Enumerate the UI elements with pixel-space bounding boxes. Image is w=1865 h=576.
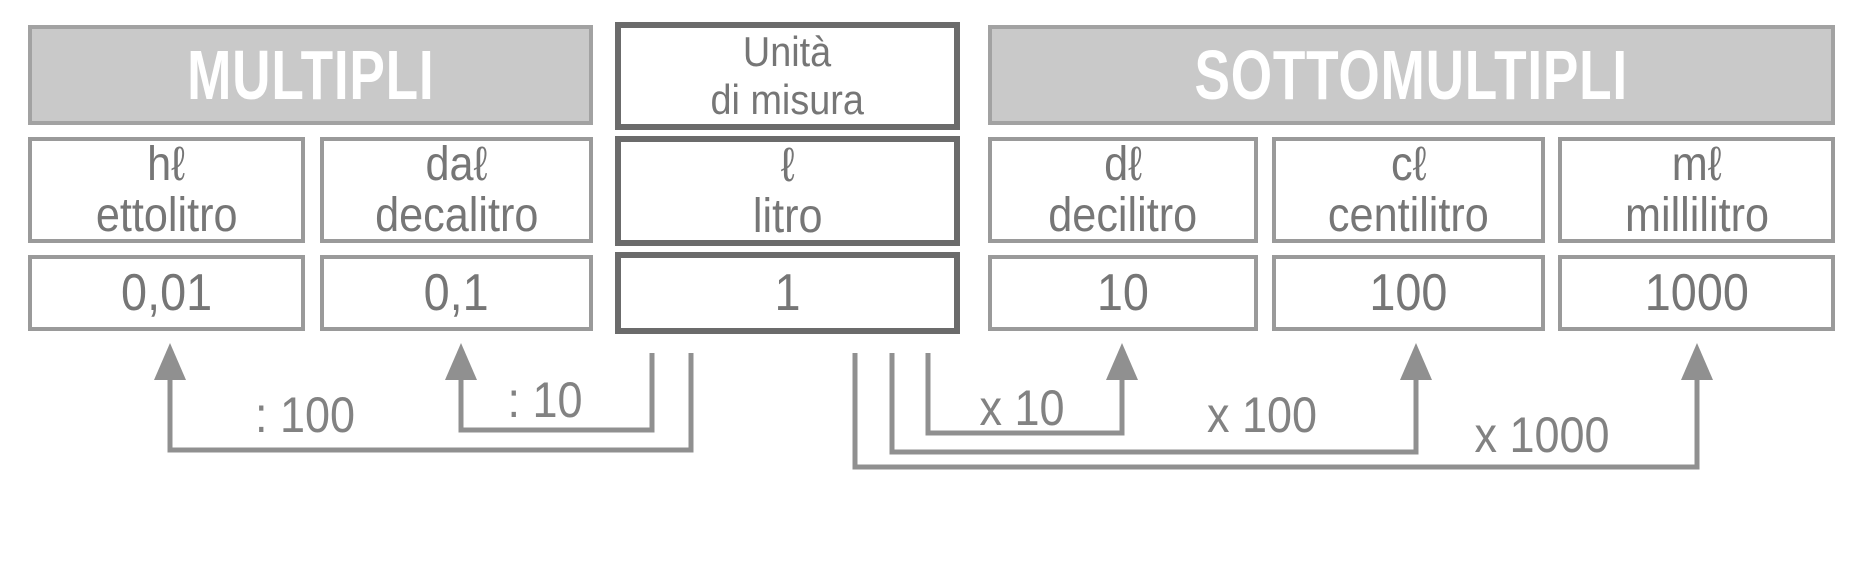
sottomultipli-header: SOTTOMULTIPLI — [988, 25, 1835, 125]
unit-box-decilitro: dℓ decilitro — [988, 137, 1258, 243]
multipli-header-label: MULTIPLI — [186, 36, 435, 114]
divide-100-arrow-line — [167, 353, 694, 453]
unit-box-millilitro: mℓ millilitro — [1558, 137, 1835, 243]
sottomultipli-header-label: SOTTOMULTIPLI — [1194, 36, 1629, 114]
unit-value: 100 — [1369, 264, 1448, 322]
value-box-litro: 1 — [615, 252, 960, 334]
unit-name: decilitro — [1048, 189, 1198, 242]
unit-name: centilitro — [1328, 189, 1489, 242]
arrowhead-up-icon — [1106, 343, 1138, 380]
multiply-100-arrow-line — [889, 353, 1419, 455]
multiply-10-label: x 10 — [979, 380, 1065, 436]
unit-symbol: mℓ — [1671, 138, 1722, 191]
multiply-1000-label: x 1000 — [1474, 407, 1610, 463]
arrowhead-up-icon — [445, 343, 477, 380]
unit-box-centilitro: cℓ centilitro — [1272, 137, 1545, 243]
arrowhead-up-icon — [1400, 343, 1432, 380]
unit-value: 1000 — [1644, 264, 1749, 322]
unita-header-line2: di misura — [710, 76, 865, 123]
divide-10-arrow-line — [458, 353, 655, 433]
unit-box-decalitro: daℓ decalitro — [320, 137, 593, 243]
unita-header-line1: Unità — [743, 28, 832, 75]
divide-100-label: : 100 — [254, 387, 356, 443]
unit-symbol: dℓ — [1104, 138, 1142, 191]
unit-symbol: hℓ — [147, 138, 186, 191]
unit-symbol: ℓ — [780, 139, 795, 192]
unit-name: decalitro — [374, 189, 539, 242]
value-box-decilitro: 10 — [988, 255, 1258, 331]
value-box-millilitro: 1000 — [1558, 255, 1835, 331]
unit-value: 1 — [774, 264, 801, 322]
unit-value: 0,1 — [423, 264, 490, 322]
divide-10-label: : 10 — [507, 372, 583, 428]
multiply-100-label: x 100 — [1206, 387, 1318, 443]
arrowhead-up-icon — [1681, 343, 1713, 380]
unit-name: ettolitro — [95, 189, 238, 242]
arrowhead-up-icon — [154, 343, 186, 380]
multiply-1000-arrow-line — [852, 353, 1700, 470]
unit-symbol: daℓ — [425, 138, 488, 191]
unit-name: litro — [752, 190, 823, 243]
unit-value: 10 — [1096, 264, 1150, 322]
unit-box-ettolitro: hℓ ettolitro — [28, 137, 305, 243]
value-box-centilitro: 100 — [1272, 255, 1545, 331]
unit-name: millilitro — [1624, 189, 1769, 242]
unita-di-misura-header: Unità di misura — [615, 22, 960, 130]
multiply-10-arrow-line — [925, 353, 1125, 436]
unit-box-litro: ℓ litro — [615, 136, 960, 246]
unit-symbol: cℓ — [1390, 138, 1427, 191]
unit-value: 0,01 — [120, 264, 213, 322]
value-box-decalitro: 0,1 — [320, 255, 593, 331]
multipli-header: MULTIPLI — [28, 25, 593, 125]
value-box-ettolitro: 0,01 — [28, 255, 305, 331]
